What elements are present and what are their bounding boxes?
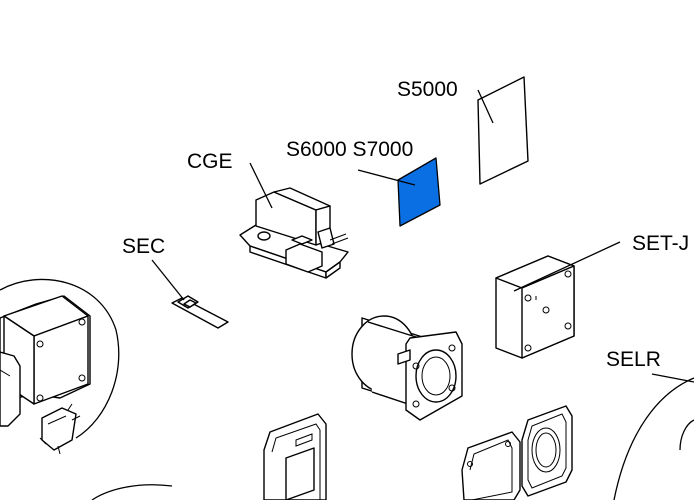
part-motor[interactable] (351, 315, 463, 421)
label-s6000-s7000: S6000 S7000 (286, 138, 413, 161)
part-gasket-frames[interactable] (461, 405, 573, 500)
label-s5000: S5000 (397, 78, 458, 101)
part-display-panel[interactable] (263, 413, 327, 500)
part-s5000[interactable] (477, 76, 529, 185)
label-sec: SEC (122, 235, 165, 258)
part-s6000-s7000[interactable] (357, 157, 441, 227)
label-selr: SELR (606, 348, 661, 371)
part-set-j[interactable] (495, 241, 621, 359)
part-sec[interactable] (151, 259, 229, 329)
label-cge: CGE (187, 150, 233, 173)
part-left-detail-circle[interactable] (0, 278, 173, 500)
part-selr-detail-circle[interactable] (613, 373, 694, 500)
part-cge[interactable] (239, 162, 349, 279)
label-set-j: SET-J (632, 232, 689, 255)
